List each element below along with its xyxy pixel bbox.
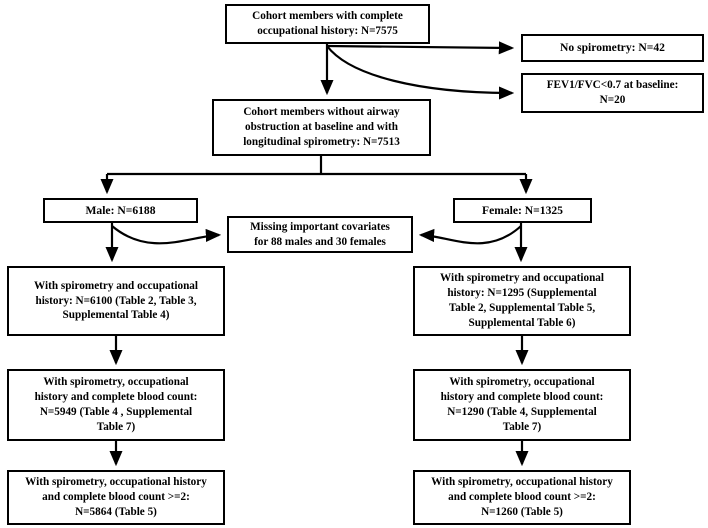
node-male-cbc: With spirometry, occupational history an…: [7, 369, 225, 441]
node-male-cbc2: With spirometry, occupational history an…: [7, 470, 225, 525]
node-male-label: Male: N=6188: [85, 203, 156, 217]
connector-male-to-missing: [111, 225, 222, 245]
connector-cohort-to-no-spirometry: [326, 41, 515, 55]
node-female-spiro-occ: With spirometry and occupational history…: [413, 266, 631, 336]
node-female-cbc-label: With spirometry, occupational history an…: [440, 376, 604, 433]
node-cohort-complete: Cohort members with complete occupationa…: [225, 4, 430, 44]
node-female: Female: N=1325: [453, 198, 592, 223]
node-male-cbc-label: With spirometry, occupational history an…: [34, 376, 198, 433]
node-male-cbc2-label: With spirometry, occupational history an…: [25, 476, 207, 518]
node-fev1-fvc-excluded: FEV1/FVC<0.7 at baseline: N=20: [521, 73, 704, 113]
node-cohort-complete-label: Cohort members with complete occupationa…: [252, 10, 403, 37]
connector-female-to-missing: [418, 225, 522, 245]
node-female-cbc2: With spirometry, occupational history an…: [413, 470, 631, 525]
node-cohort-no-obstruction-label: Cohort members without airway obstructio…: [243, 106, 400, 148]
node-female-cbc2-label: With spirometry, occupational history an…: [431, 476, 613, 518]
node-missing-covariates: Missing important covariates for 88 male…: [227, 216, 413, 253]
node-fev1-fvc-excluded-label: FEV1/FVC<0.7 at baseline: N=20: [546, 79, 679, 106]
node-female-spiro-occ-label: With spirometry and occupational history…: [440, 272, 604, 329]
node-cohort-no-obstruction: Cohort members without airway obstructio…: [212, 99, 431, 156]
node-female-cbc: With spirometry, occupational history an…: [413, 369, 631, 441]
node-no-spirometry: No spirometry: N=42: [521, 34, 704, 62]
node-male-spiro-occ: With spirometry and occupational history…: [7, 266, 225, 336]
node-no-spirometry-label: No spirometry: N=42: [560, 41, 665, 55]
node-male-spiro-occ-label: With spirometry and occupational history…: [34, 279, 198, 322]
node-missing-covariates-label: Missing important covariates for 88 male…: [250, 220, 390, 248]
connector-cohort-to-fev1fvc: [326, 45, 515, 100]
connector-nonobstruction-split: [100, 156, 533, 195]
node-male: Male: N=6188: [43, 198, 198, 223]
node-female-label: Female: N=1325: [482, 203, 563, 217]
